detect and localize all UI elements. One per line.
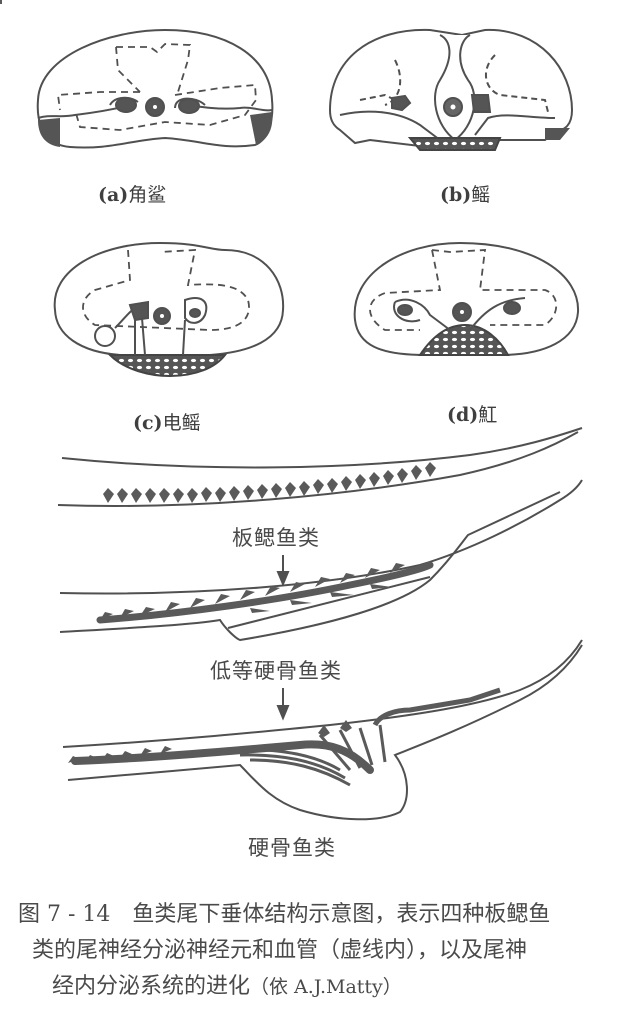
stage-label-teleosts: 硬骨鱼类: [248, 836, 336, 860]
panel-label-b: (b)鳐: [440, 180, 490, 207]
cross-section-c-electric-ray: [53, 241, 285, 378]
neurosecretory-cells-row: [103, 462, 436, 503]
caption-citation: （依 A.J.Matty）: [250, 976, 402, 998]
figure-caption: 图 7 - 14 鱼类尾下垂体结构示意图，表示四种板鳃鱼 类的尾神经分泌神经元和血…: [18, 897, 618, 1005]
caption-line-1: 图 7 - 14 鱼类尾下垂体结构示意图，表示四种板鳃鱼: [18, 897, 618, 933]
cross-section-b-skate: [328, 28, 574, 151]
caption-text-1: 鱼类尾下垂体结构示意图，表示四种板鳃鱼: [132, 902, 551, 927]
panel-letter-d: (d): [447, 404, 479, 426]
stage-label-lower-teleosts: 低等硬骨鱼类: [210, 659, 342, 683]
panel-name-c: 电鳐: [162, 412, 201, 434]
panel-label-d: (d)魟: [447, 400, 497, 427]
panel-letter-c: (c): [133, 412, 163, 434]
tail-diagram-elasmobranch: [0, 0, 583, 507]
caption-line-2: 类的尾神经分泌神经元和血管（虚线内），以及尾神: [32, 938, 528, 963]
tail-diagram-teleost: [62, 639, 583, 821]
panel-letter-a: (a): [98, 184, 129, 206]
evolution-arrow-2: [276, 688, 290, 721]
stage-label-elasmobranchs: 板鳃鱼类: [232, 526, 320, 550]
tail-diagram-lower-teleost: [59, 479, 583, 642]
caption-text-3: 经内分泌系统的进化: [52, 974, 251, 999]
panel-letter-b: (b): [440, 184, 472, 206]
evolution-arrow-1: [276, 555, 290, 587]
figure-number: 图 7 - 14: [18, 902, 111, 927]
cross-section-d-stingray: [353, 241, 580, 356]
panel-name-b: 鳐: [471, 184, 491, 206]
caption-line-3: 经内分泌系统的进化（依 A.J.Matty）: [18, 969, 618, 1005]
panel-name-d: 魟: [478, 404, 498, 426]
panel-label-a: (a)角鲨: [98, 180, 166, 207]
panel-name-a: 角鲨: [128, 184, 167, 206]
cross-section-a-dogfish: [36, 28, 274, 149]
panel-label-c: (c)电鳐: [133, 408, 201, 435]
